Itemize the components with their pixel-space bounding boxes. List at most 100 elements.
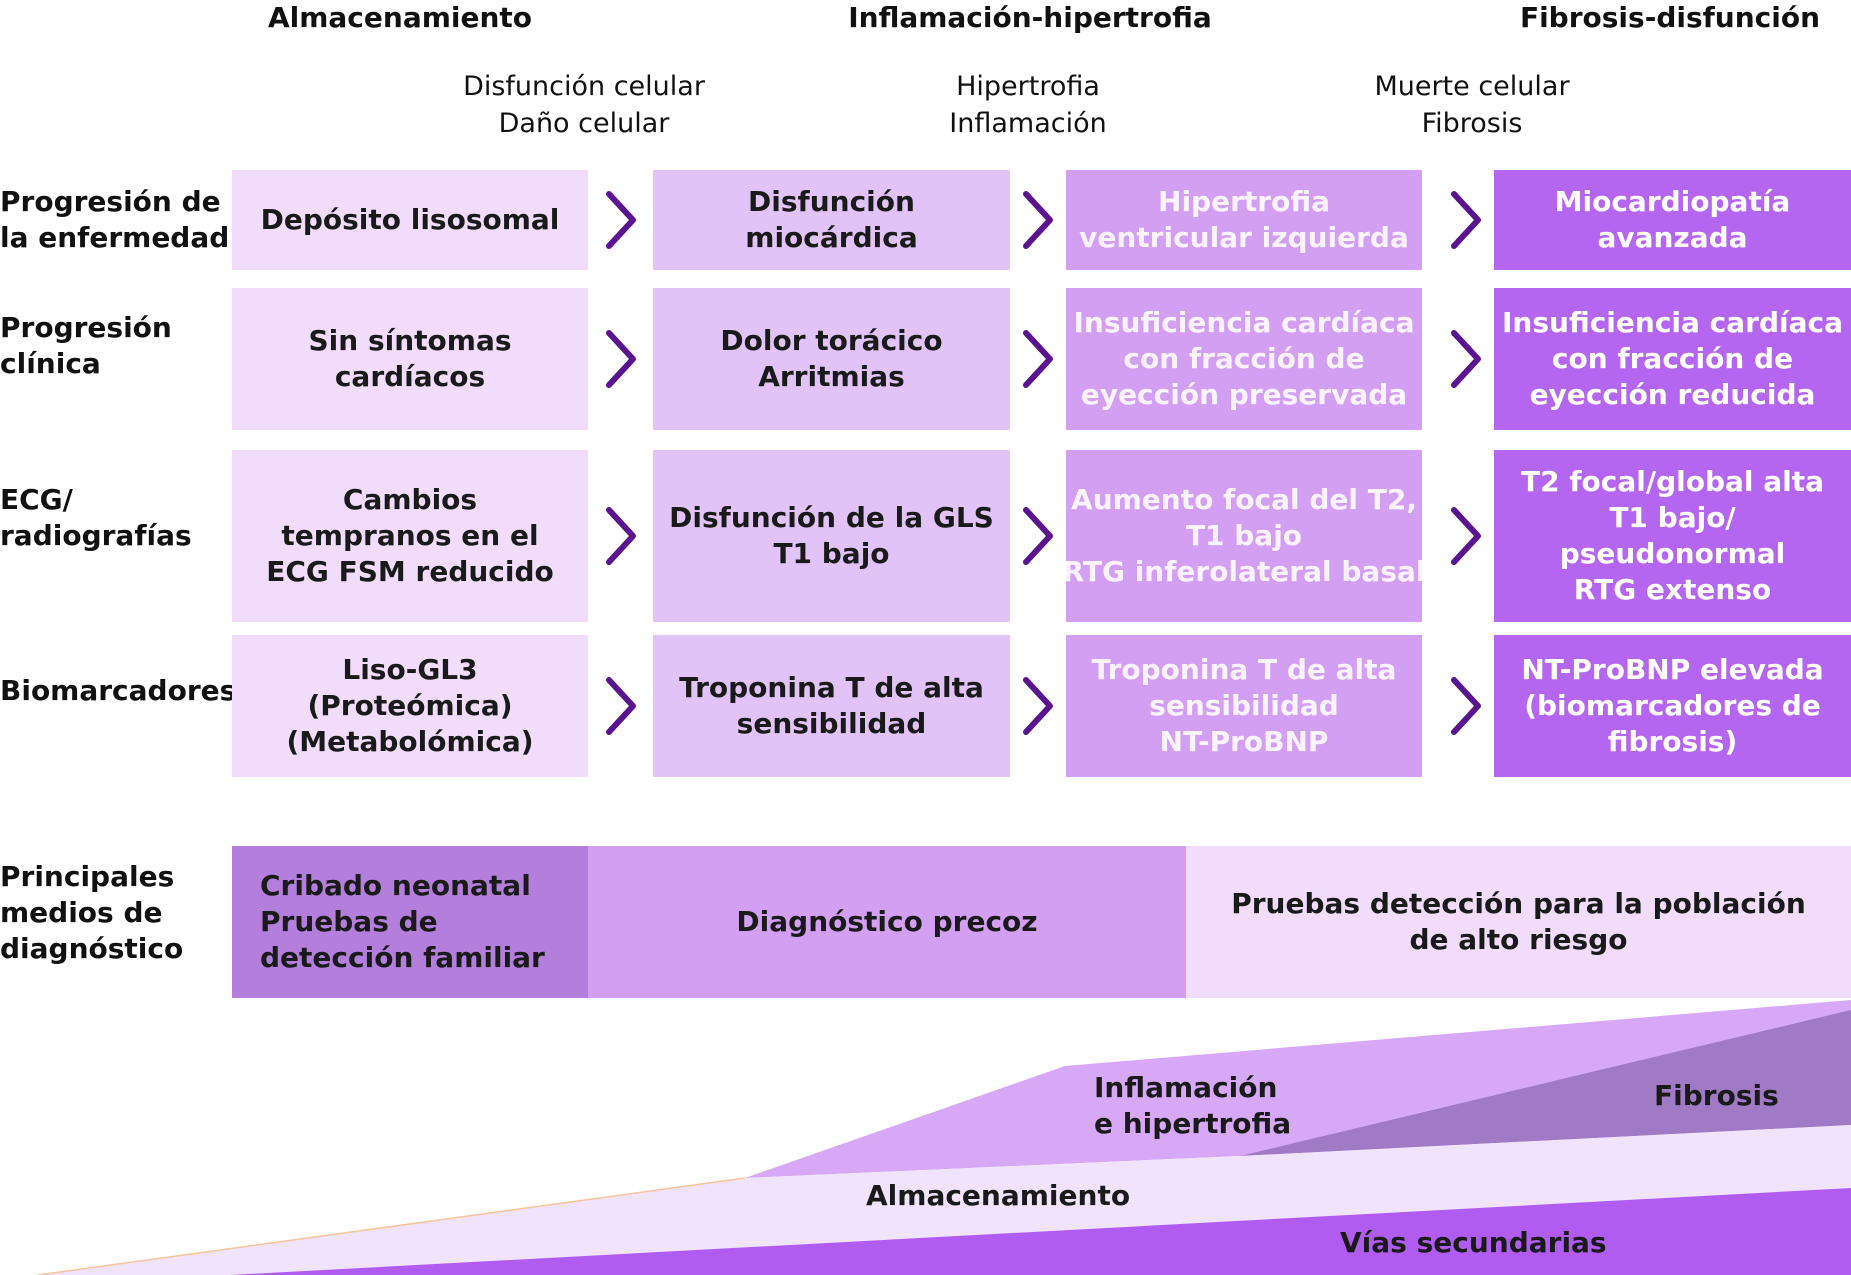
- mechanism-storage-line2: Daño celular: [498, 108, 670, 139]
- cell-text: Aumento focal del T2,: [1071, 483, 1417, 516]
- cell-text: (Metabolómica): [286, 725, 534, 758]
- chevron-right-icon: [1018, 329, 1058, 389]
- cell-biomarker-fibrosis: NT-ProBNP elevada (biomarcadores de fibr…: [1494, 635, 1851, 777]
- label-fibrosis-process: Fibrosis: [1654, 1078, 1779, 1114]
- cell-text: Insuficiencia cardíaca: [1502, 306, 1843, 339]
- row-label-line: Biomarcadores: [0, 674, 237, 707]
- cell-ecg-early: Disfunción de la GLS T1 bajo: [653, 450, 1010, 622]
- row-label-diagnosis: Principales medios de diagnóstico: [0, 858, 228, 968]
- mechanism-inflammation: Hipertrofia Inflamación: [878, 68, 1178, 142]
- cell-text: Sin síntomas: [308, 324, 512, 357]
- cell-text: eyección preservada: [1080, 378, 1408, 411]
- stage-title-inflammation: Inflamación-hipertrofia: [848, 1, 1212, 34]
- process-text: Almacenamiento: [866, 1179, 1131, 1212]
- row-label-line: Progresión: [0, 311, 172, 344]
- diagnosis-text: Pruebas detección para la población: [1231, 887, 1806, 920]
- cell-text: sensibilidad: [1149, 689, 1339, 722]
- cell-ecg-fibrosis: T2 focal/global alta T1 bajo/ pseudonorm…: [1494, 450, 1851, 622]
- row-label-line: la enfermedad: [0, 221, 230, 254]
- cell-text: ECG FSM reducido: [266, 555, 554, 588]
- cell-text: con fracción de: [1551, 342, 1794, 375]
- cell-text: sensibilidad: [736, 707, 927, 740]
- mechanism-fibrosis-line1: Muerte celular: [1374, 71, 1570, 102]
- cell-text: con fracción de: [1123, 342, 1365, 375]
- row-label-line: ECG/: [0, 483, 73, 516]
- chevron-right-icon: [1018, 676, 1058, 736]
- mechanism-fibrosis-line2: Fibrosis: [1421, 108, 1523, 139]
- stage-title-fibrosis: Fibrosis-disfunción: [1519, 1, 1821, 34]
- wedge-storage: [38, 1125, 1851, 1275]
- cell-text: T1 bajo: [1185, 519, 1303, 552]
- diagnosis-screening: Cribado neonatal Pruebas de detección fa…: [232, 846, 588, 998]
- cell-text: tempranos en el: [281, 519, 539, 552]
- cell-text: T1 bajo/: [1609, 501, 1736, 534]
- chevron-right-icon: [1018, 506, 1058, 566]
- cell-clinical-fibrosis: Insuficiencia cardíaca con fracción de e…: [1494, 288, 1851, 430]
- cell-text: Depósito lisosomal: [260, 203, 560, 236]
- chevron-right-icon: [601, 676, 641, 736]
- cell-text: (biomarcadores de: [1524, 689, 1821, 722]
- wedge-fibrosis: [1240, 1010, 1851, 1156]
- cell-text: avanzada: [1597, 221, 1748, 254]
- cell-text: Troponina T de alta: [1091, 653, 1397, 686]
- mechanism-storage-line1: Disfunción celular: [463, 71, 705, 102]
- cell-biomarker-early: Troponina T de alta sensibilidad: [653, 635, 1010, 777]
- cell-text: NT-ProBNP: [1159, 725, 1329, 758]
- cell-text: Insuficiencia cardíaca: [1073, 306, 1415, 339]
- cell-text: miocárdica: [745, 221, 918, 254]
- cell-disease-storage: Depósito lisosomal: [232, 170, 588, 270]
- diagnosis-text: Cribado neonatal: [260, 869, 531, 902]
- row-label-disease-progression: Progresión de la enfermedad: [0, 170, 230, 270]
- mechanism-inflammation-line1: Hipertrofia: [956, 71, 1100, 102]
- cell-text: Disfunción de la GLS: [669, 501, 994, 534]
- mechanism-inflammation-line2: Inflamación: [949, 108, 1107, 139]
- process-text: Inflamación: [1094, 1071, 1278, 1104]
- row-label-line: Progresión de: [0, 185, 221, 218]
- label-secondary-process: Vías secundarias: [1340, 1225, 1607, 1261]
- cell-text: Cambios: [342, 483, 478, 516]
- chevron-right-icon: [1018, 190, 1058, 250]
- cell-text: Arritmias: [758, 360, 905, 393]
- row-label-line: diagnóstico: [0, 932, 184, 965]
- chevron-right-icon: [1446, 676, 1486, 736]
- cell-text: cardíacos: [334, 360, 486, 393]
- cell-disease-fibrosis: Miocardiopatía avanzada: [1494, 170, 1851, 270]
- chevron-right-icon: [601, 506, 641, 566]
- cell-text: RTG extenso: [1573, 573, 1772, 606]
- diagnosis-text: de alto riesgo: [1409, 923, 1628, 956]
- label-inflammation-process: Inflamación e hipertrofia: [1094, 1070, 1291, 1142]
- cell-disease-early: Disfunción miocárdica: [653, 170, 1010, 270]
- row-label-line: Principales: [0, 860, 175, 893]
- process-text: Vías secundarias: [1340, 1226, 1607, 1259]
- wedge-secondary: [230, 1188, 1851, 1275]
- cell-clinical-storage: Sin síntomas cardíacos: [232, 288, 588, 430]
- diagnosis-text: Pruebas de: [260, 905, 438, 938]
- cell-text: fibrosis): [1607, 725, 1738, 758]
- diagnosis-text: detección familiar: [260, 941, 545, 974]
- mechanism-storage: Disfunción celular Daño celular: [434, 68, 734, 142]
- row-label-ecg-imaging: ECG/ radiografías: [0, 450, 228, 622]
- cell-clinical-early: Dolor torácico Arritmias: [653, 288, 1010, 430]
- chevron-right-icon: [601, 329, 641, 389]
- diagnosis-high-risk: Pruebas detección para la población de a…: [1186, 846, 1851, 998]
- cell-text: Miocardiopatía: [1554, 185, 1791, 218]
- cell-biomarker-inflammation: Troponina T de alta sensibilidad NT-ProB…: [1066, 635, 1422, 777]
- chevron-right-icon: [1446, 329, 1486, 389]
- stage-title-storage: Almacenamiento: [267, 1, 533, 34]
- cell-text: pseudonormal: [1559, 537, 1786, 570]
- row-label-biomarkers: Biomarcadores: [0, 635, 237, 747]
- cell-text: (Proteómica): [307, 689, 513, 722]
- diagnosis-text: Diagnóstico precoz: [736, 905, 1038, 938]
- cell-disease-inflammation: Hipertrofia ventricular izquierda: [1066, 170, 1422, 270]
- process-wedges: [37, 1000, 1851, 1275]
- row-label-line: radiografías: [0, 519, 192, 552]
- chevron-right-icon: [601, 190, 641, 250]
- row-label-line: clínica: [0, 347, 101, 380]
- row-label-clinical-progression: Progresión clínica: [0, 288, 228, 438]
- cell-ecg-inflammation: Aumento focal del T2, T1 bajo RTG infero…: [1066, 450, 1422, 622]
- cell-text: NT-ProBNP elevada: [1521, 653, 1824, 686]
- label-storage-process: Almacenamiento: [866, 1178, 1130, 1214]
- cell-ecg-storage: Cambios tempranos en el ECG FSM reducido: [232, 450, 588, 622]
- cell-text: T1 bajo: [773, 537, 890, 570]
- cell-clinical-inflammation: Insuficiencia cardíaca con fracción de e…: [1066, 288, 1422, 430]
